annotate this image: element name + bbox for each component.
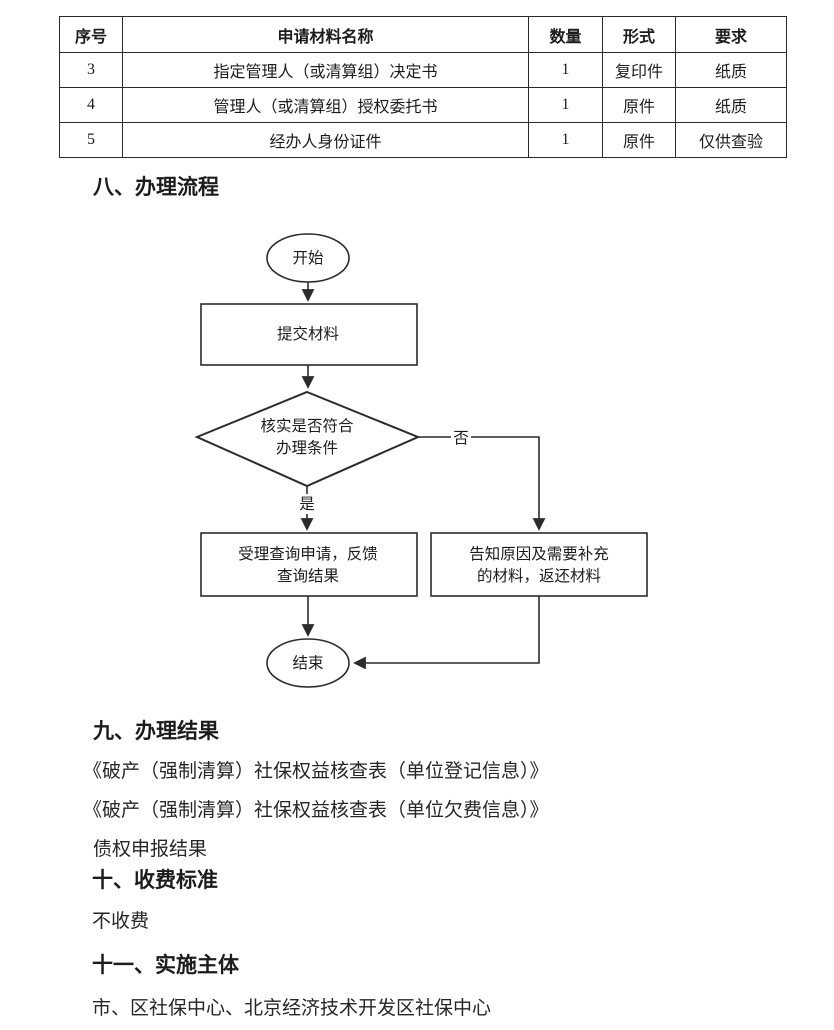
implementer-body: 市、区社保中心、北京经济技术开发区社保中心 [92,998,492,1019]
table-header-row: 序号 申请材料名称 数量 形式 要求 [59,16,787,53]
cell-no: 5 [59,122,123,158]
flow-reject-node [430,532,648,597]
materials-table: 序号 申请材料名称 数量 形式 要求 3 指定管理人（或清算组）决定书 1 复印… [59,16,787,158]
no-label-bg [451,427,471,447]
table-row: 5 经办人身份证件 1 原件 仅供查验 [59,122,787,158]
flow-submit-node [200,303,418,366]
process-flowchart: 开始 提交材料 核实是否符合 办理条件 是 否 受理查询申请，反馈 查询结果 告… [194,233,648,688]
col-header-qty: 数量 [528,16,603,53]
cell-form: 原件 [602,87,676,123]
section-heading-fee: 十、收费标准 [92,869,218,892]
cell-no: 4 [59,87,123,123]
cell-qty: 1 [528,52,603,88]
section-heading-process: 八、办理流程 [93,176,219,199]
cell-req: 纸质 [675,87,787,123]
cell-qty: 1 [528,122,603,158]
flow-decision-label-line1: 核实是否符合 [260,417,354,435]
cell-qty: 1 [528,87,603,123]
col-header-no: 序号 [59,16,123,53]
flow-end-node [266,638,350,688]
cell-req: 仅供查验 [675,122,787,158]
cell-name: 指定管理人（或清算组）决定书 [122,52,529,88]
yes-label-bg [297,494,317,514]
flow-edge-no [418,436,546,531]
flow-accept-node [200,532,418,597]
col-header-name: 申请材料名称 [122,16,529,53]
flow-reject-label-line2: 的材料，返还材料 [477,567,601,585]
result-lines: 《破产（强制清算）社保权益核查表（单位登记信息）》 《破产（强制清算）社保权益核… [83,755,549,866]
table-row: 4 管理人（或清算组）授权委托书 1 原件 纸质 [59,87,787,123]
col-header-form: 形式 [602,16,676,53]
cell-req: 纸质 [675,52,787,88]
flow-yes-label: 是 [299,496,315,513]
flow-start-label: 开始 [292,249,324,267]
flow-end-label: 结束 [292,654,323,672]
result-line: 债权申报结果 [93,839,208,860]
result-line: 《破产（强制清算）社保权益核查表（单位登记信息）》 [83,761,549,782]
table-row: 3 指定管理人（或清算组）决定书 1 复印件 纸质 [59,52,787,88]
cell-name: 经办人身份证件 [122,122,529,158]
cell-no: 3 [59,52,123,88]
cell-name: 管理人（或清算组）授权委托书 [122,87,529,123]
fee-body: 不收费 [92,911,150,932]
section-heading-result: 九、办理结果 [93,720,219,743]
flow-accept-label-line2: 查询结果 [277,567,339,585]
flow-accept-label-line1: 受理查询申请，反馈 [238,545,378,563]
flow-decision-node [194,390,421,488]
flow-submit-label: 提交材料 [277,325,339,343]
cell-form: 复印件 [602,52,676,88]
col-header-req: 要求 [675,16,787,53]
result-line: 《破产（强制清算）社保权益核查表（单位欠费信息）》 [83,800,549,821]
flow-no-label: 否 [453,430,469,447]
flow-decision-label-line2: 办理条件 [276,439,338,457]
cell-form: 原件 [602,122,676,158]
flow-reject-label-line1: 告知原因及需要补充 [469,545,609,563]
section-heading-implementer: 十一、实施主体 [92,954,239,977]
flow-edge-reject-end [353,596,540,670]
